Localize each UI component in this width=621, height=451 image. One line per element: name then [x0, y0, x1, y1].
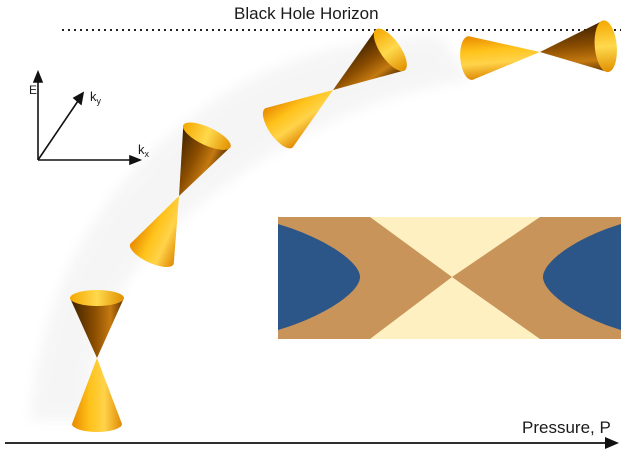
- ky-subscript: y: [96, 96, 102, 106]
- kx-axis-label: kx: [138, 143, 149, 159]
- dirac-cone-2: [129, 122, 231, 268]
- kx-subscript: x: [144, 149, 150, 159]
- dirac-cone-1: [70, 290, 124, 432]
- cone-4-lower: [460, 36, 540, 81]
- cone-3-rim: [373, 28, 407, 72]
- pressure-axis: [5, 437, 619, 449]
- cone-3-upper: [333, 29, 405, 90]
- cone-1-rim: [70, 290, 124, 306]
- dirac-cone-4: [460, 20, 617, 81]
- k-space-axes: [32, 69, 143, 166]
- cone-1-upper: [70, 298, 124, 358]
- pressure-axis-arrowhead: [605, 437, 619, 449]
- fermi-surface-inset: [278, 217, 621, 339]
- energy-axis-label: E: [29, 83, 38, 97]
- cone-4-upper: [540, 20, 609, 73]
- ky-axis-arrowhead: [72, 91, 85, 106]
- ky-axis: [37, 97, 81, 161]
- cone-3-lower: [262, 90, 333, 149]
- kx-main: k: [138, 142, 145, 157]
- cone-1-lower: [72, 358, 122, 432]
- dirac-cone-3: [262, 28, 407, 149]
- background-band: [30, 35, 470, 420]
- pressure-axis-label: Pressure, P: [522, 418, 611, 437]
- cone-2-lower: [129, 196, 179, 268]
- kx-axis-arrowhead: [129, 154, 143, 166]
- cone-4-rim: [594, 20, 617, 73]
- ky-axis-label: ky: [90, 90, 101, 106]
- cone-2-rim: [183, 122, 231, 150]
- chart-title: Black Hole Horizon: [234, 4, 379, 23]
- inset-pocket-right: [543, 224, 621, 330]
- e-axis-arrowhead: [32, 69, 44, 83]
- ky-main: k: [90, 89, 97, 104]
- inset-pocket-left: [278, 224, 360, 330]
